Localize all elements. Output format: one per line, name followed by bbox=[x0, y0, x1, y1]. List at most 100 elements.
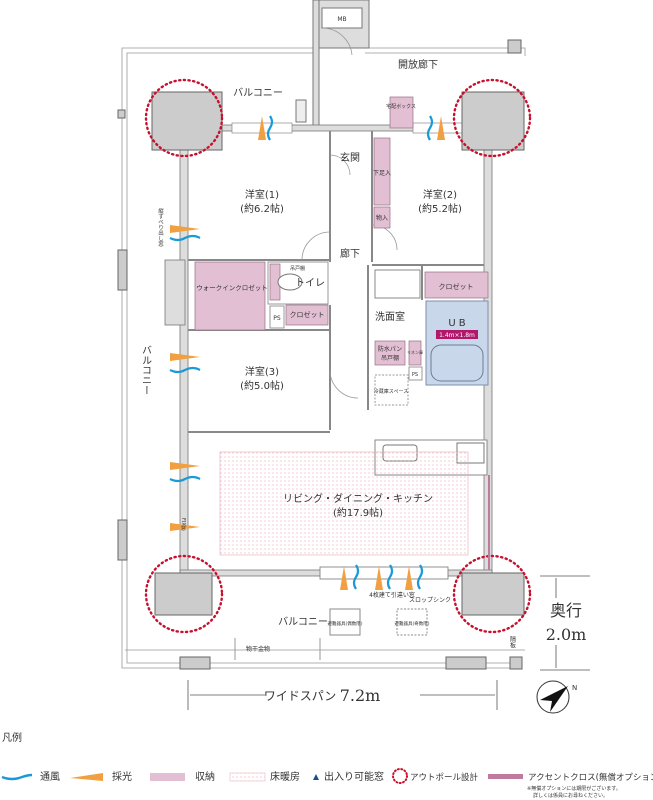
balcony-top-label: バルコニー bbox=[233, 87, 283, 99]
partition-label: 隔板 bbox=[509, 635, 516, 649]
linen-label: リネン庫 bbox=[407, 349, 423, 355]
storage-label: 物入 bbox=[376, 214, 388, 222]
depth-dimension bbox=[540, 575, 590, 671]
outpole-circle bbox=[144, 554, 224, 634]
room-3-size: (約5.0帖) bbox=[240, 379, 284, 392]
laundry-hardware-label: 物干金物 bbox=[246, 645, 270, 653]
legend-accent: アクセントクロス(無償オプション) bbox=[528, 772, 653, 783]
slop-sink-label: スロップシンク bbox=[409, 597, 451, 604]
toilet-label: トイレ bbox=[295, 278, 325, 289]
closet-1-label: クロゼット bbox=[290, 310, 325, 319]
ldk-size: (約17.9帖) bbox=[333, 506, 383, 519]
room-2-size: (約5.2帖) bbox=[418, 202, 462, 215]
light-icon bbox=[405, 566, 413, 590]
outpole-circle bbox=[144, 78, 224, 158]
light-icon bbox=[258, 116, 266, 140]
depth-label: 奥行 bbox=[550, 601, 582, 620]
wind-icon bbox=[1, 773, 33, 781]
legend-wind: 通風 bbox=[40, 771, 60, 783]
evac-even-label: 避難器具(偶数階) bbox=[327, 620, 362, 627]
wind-icon bbox=[266, 115, 274, 141]
shoe-storage bbox=[373, 137, 391, 206]
ps-label-2: PS bbox=[412, 372, 418, 378]
fix-window-label: FIX窓 bbox=[180, 518, 186, 531]
walk-in-closet bbox=[194, 261, 266, 331]
evac-even bbox=[329, 608, 361, 636]
closet-1 bbox=[285, 304, 329, 326]
outpole-circle bbox=[452, 554, 532, 634]
hanging-cabinet-label: 吊戸棚 bbox=[290, 265, 305, 272]
wind-icon bbox=[416, 564, 424, 590]
legend: 通風 採光 収納 床暖房 出入り可能窓 アウトポール設計 アクセントクロス(無償… bbox=[1, 768, 653, 799]
unit-bath-size: 1.4m×1.8m bbox=[439, 332, 475, 339]
delivery-box bbox=[389, 96, 414, 129]
balcony-left-label: バルコニー bbox=[140, 345, 152, 395]
balcony-outline bbox=[117, 39, 526, 670]
room-2-name: 洋室(2) bbox=[423, 188, 457, 201]
ldk-name: リビング・ダイニング・キッチン bbox=[283, 492, 433, 505]
room-1-name: 洋室(1) bbox=[245, 188, 279, 201]
wind-light-symbols bbox=[169, 115, 445, 590]
hallway-label: 廊下 bbox=[340, 247, 360, 260]
legend-accessible-window: 出入り可能窓 bbox=[324, 770, 384, 783]
closet-2-label: クロゼット bbox=[439, 282, 474, 291]
waterproof-pan-cabinet-label: 吊戸棚 bbox=[381, 354, 399, 362]
closet-2 bbox=[424, 271, 489, 299]
storage-swatch bbox=[150, 773, 185, 781]
washbasin bbox=[374, 269, 421, 299]
balcony-bottom-label: バルコニー bbox=[278, 616, 328, 628]
entrance-label: 玄関 bbox=[340, 151, 360, 164]
ps-label-1: PS bbox=[273, 315, 281, 322]
width-span-label: ワイドスパン bbox=[264, 689, 337, 703]
triangle-icon bbox=[313, 774, 319, 780]
svg-text:N: N bbox=[572, 684, 577, 692]
sliding-window bbox=[319, 566, 449, 580]
linen-storage bbox=[408, 340, 422, 366]
open-corridor-label: 開放廊下 bbox=[398, 58, 438, 71]
depth-value: 2.0m bbox=[546, 625, 587, 644]
legend-floor-heating: 床暖房 bbox=[270, 770, 300, 783]
waterproof-pan-cabinet bbox=[374, 340, 406, 366]
sliding-window-label: 4枚建て引違い窓 bbox=[369, 591, 415, 599]
water-heater-icon bbox=[295, 99, 307, 123]
toilet-icon bbox=[277, 273, 303, 291]
evac-odd bbox=[396, 608, 428, 636]
storage bbox=[373, 206, 391, 229]
waterproof-pan-label: 防水パン bbox=[378, 345, 402, 353]
light-icon bbox=[375, 566, 383, 590]
walk-in-closet-label: ウォークインクロゼット bbox=[196, 283, 268, 292]
wind-icon bbox=[426, 115, 434, 141]
width-dimension bbox=[187, 680, 498, 710]
floor-heating-swatch bbox=[229, 772, 266, 782]
room-1-size: (約6.2帖) bbox=[240, 202, 284, 215]
unit-bath-label: U B bbox=[448, 318, 465, 329]
legend-note-2: 詳しくは係員にお尋ねください。 bbox=[533, 792, 608, 799]
light-icon bbox=[70, 773, 103, 781]
outpole-circle bbox=[452, 78, 532, 158]
legend-outpole: アウトポール設計 bbox=[410, 772, 479, 783]
floor-heating-area bbox=[219, 451, 469, 556]
columns bbox=[144, 78, 532, 634]
accent-swatch bbox=[488, 774, 523, 779]
legend-note-1: ※無償オプションには期限がございます。 bbox=[527, 785, 621, 792]
wind-icon bbox=[352, 564, 360, 590]
fridge-space-label: 冷蔵庫スペース bbox=[374, 388, 408, 395]
legend-light: 採光 bbox=[112, 770, 132, 783]
wind-icon bbox=[386, 564, 394, 590]
mb-shaft: MB bbox=[295, 0, 370, 131]
legend-title: 凡例 bbox=[2, 731, 22, 744]
washroom-label: 洗面室 bbox=[375, 310, 405, 323]
room-3-name: 洋室(3) bbox=[245, 365, 279, 378]
mb-label: MB bbox=[337, 16, 346, 23]
compass-icon: N bbox=[536, 680, 577, 714]
width-span-value: 7.2m bbox=[340, 686, 381, 705]
light-icon bbox=[437, 116, 445, 140]
shoe-storage-label: 下足入 bbox=[373, 170, 391, 177]
vertical-slide-window-label: 縦すべり出し窓 bbox=[157, 207, 164, 247]
delivery-box-label: 宅配ボックス bbox=[386, 103, 416, 110]
light-icon bbox=[340, 566, 348, 590]
legend-storage: 収納 bbox=[195, 770, 215, 783]
dotted-circle-icon bbox=[392, 768, 408, 784]
evac-odd-label: 避難器具(奇数階) bbox=[394, 620, 429, 627]
